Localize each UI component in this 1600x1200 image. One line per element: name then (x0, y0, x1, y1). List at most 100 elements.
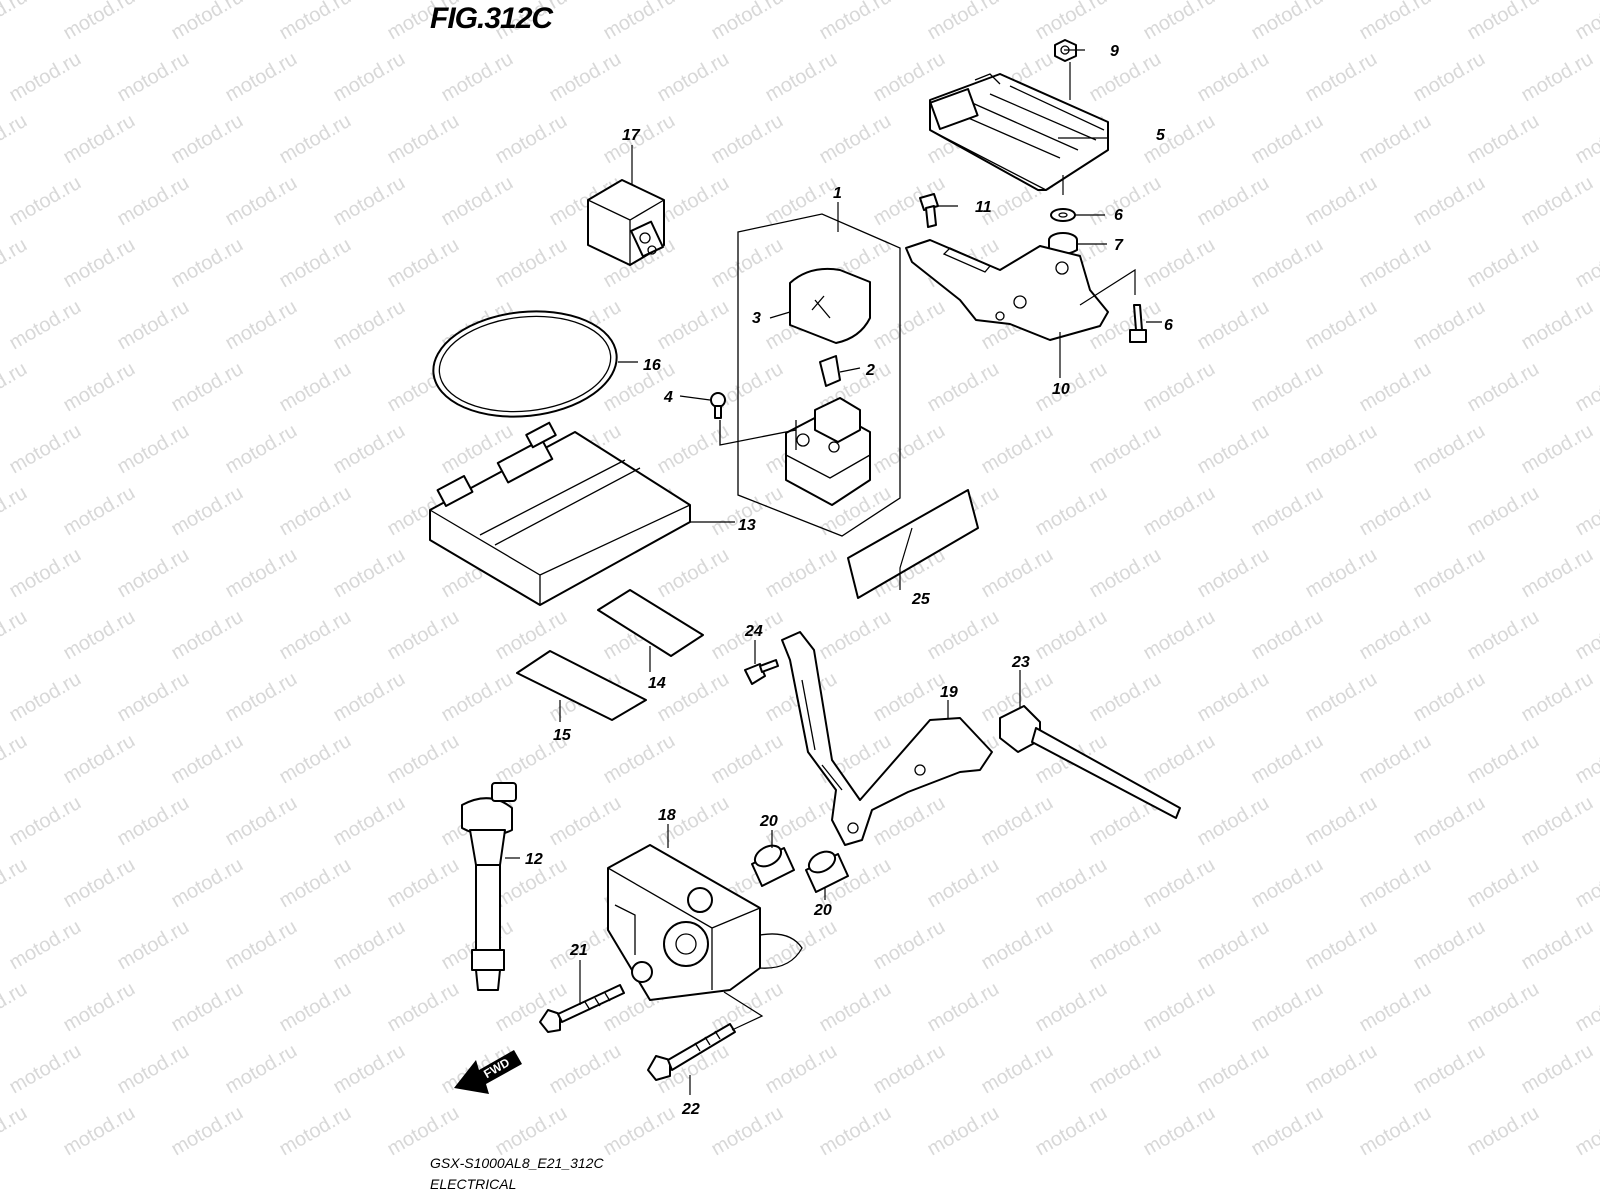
part-20-spacer-b (805, 850, 849, 893)
watermark-text: motod.ru (870, 420, 949, 479)
watermark-text: motod.ru (1356, 234, 1435, 293)
callout-20-upper: 20 (759, 813, 778, 830)
watermark-text: motod.ru (1140, 1102, 1219, 1161)
watermark-text: motod.ru (114, 1040, 193, 1099)
watermark-text: motod.ru (222, 668, 301, 727)
watermark-text: motod.ru (1194, 296, 1273, 355)
watermark-text: motod.ru (60, 110, 139, 169)
watermark-text: motod.ru (0, 482, 31, 541)
part-19-bracket (781, 631, 993, 846)
watermark-text: motod.ru (1086, 668, 1165, 727)
watermark-text: motod.ru (1248, 234, 1327, 293)
watermark-text: motod.ru (1032, 0, 1111, 44)
watermark-text: motod.ru (1572, 730, 1600, 789)
watermark-text: motod.ru (492, 234, 571, 293)
watermark-text: motod.ru (6, 172, 85, 231)
watermark-text: motod.ru (6, 296, 85, 355)
watermark-text: motod.ru (168, 0, 247, 44)
watermark-text: motod.ru (1140, 0, 1219, 44)
watermark-text: motod.ru (1518, 296, 1597, 355)
watermark-text: motod.ru (1464, 1102, 1543, 1161)
watermark-text: motod.ru (1086, 544, 1165, 603)
watermark-text: motod.ru (870, 296, 949, 355)
watermark-text: motod.ru (1302, 48, 1381, 107)
watermark-text: motod.ru (1032, 854, 1111, 913)
callout-10: 10 (1052, 381, 1070, 398)
watermark-text: motod.ru (1140, 854, 1219, 913)
watermark-text: motod.ru (708, 1102, 787, 1161)
watermark-text: motod.ru (168, 730, 247, 789)
watermark-text: motod.ru (276, 854, 355, 913)
watermark-text: motod.ru (1410, 296, 1489, 355)
part-17-connector (587, 179, 665, 266)
watermark-text: motod.ru (816, 606, 895, 665)
part-25-pad (847, 489, 979, 599)
watermark-text: motod.ru (1464, 978, 1543, 1037)
watermark-text: motod.ru (168, 978, 247, 1037)
watermark-text: motod.ru (1140, 482, 1219, 541)
watermark-text: motod.ru (60, 482, 139, 541)
part-4-screw (710, 392, 726, 419)
watermark-text: motod.ru (114, 420, 193, 479)
watermark-text: motod.ru (1140, 110, 1219, 169)
watermark-text: motod.ru (114, 544, 193, 603)
watermark-text: motod.ru (1410, 48, 1489, 107)
watermark-text: motod.ru (1410, 172, 1489, 231)
watermark-text: motod.ru (1194, 916, 1273, 975)
watermark-text: motod.ru (1518, 544, 1597, 603)
watermark-text: motod.ru (1572, 482, 1600, 541)
watermark-text: motod.ru (384, 854, 463, 913)
callout-labels: 17 1 9 5 11 6 7 6 10 3 2 4 16 13 25 24 1… (525, 43, 1173, 1118)
watermark-text: motod.ru (222, 916, 301, 975)
callout-6-bolt: 6 (1164, 317, 1173, 334)
part-13-ecm (429, 421, 691, 606)
watermark-text: motod.ru (276, 730, 355, 789)
watermark-text: motod.ru (0, 358, 31, 417)
watermark-text: motod.ru (1518, 48, 1597, 107)
watermark-text: motod.ru (1464, 110, 1543, 169)
watermark-text: motod.ru (1302, 296, 1381, 355)
watermark-text: motod.ru (708, 110, 787, 169)
watermark-text: motod.ru (438, 48, 517, 107)
watermark-text: motod.ru (222, 792, 301, 851)
watermark-text: motod.ru (168, 482, 247, 541)
watermark-text: motod.ru (438, 668, 517, 727)
watermark-text: motod.ru (1194, 1040, 1273, 1099)
watermark-text: motod.ru (0, 606, 31, 665)
watermark-text: motod.ru (6, 792, 85, 851)
watermark-text: motod.ru (6, 668, 85, 727)
watermark-text: motod.ru (1572, 978, 1600, 1037)
part-11-bolt (919, 193, 939, 228)
watermark-text: motod.ru (60, 730, 139, 789)
watermark-text: motod.ru (1140, 358, 1219, 417)
part-6-bolt (1129, 304, 1147, 343)
watermark-text: motod.ru (0, 730, 31, 789)
callout-6-washer: 6 (1114, 207, 1123, 224)
watermark-text: motod.ru (924, 358, 1003, 417)
watermark-text: motod.ru (870, 668, 949, 727)
part-5-regulator (929, 73, 1109, 191)
watermark-text: motod.ru (1518, 916, 1597, 975)
watermark-text: motod.ru (762, 544, 841, 603)
callout-15: 15 (553, 727, 572, 744)
watermark-text: motod.ru (1248, 606, 1327, 665)
watermark-text: motod.ru (1464, 0, 1543, 44)
watermark-text: motod.ru (654, 172, 733, 231)
watermark-text: motod.ru (0, 854, 31, 913)
watermark-text: motod.ru (6, 420, 85, 479)
part-12-ignition-coil (461, 782, 517, 991)
watermark-text: motod.ru (330, 1040, 409, 1099)
watermark-text: motod.ru (1572, 0, 1600, 44)
watermark-text: motod.ru (60, 854, 139, 913)
watermark-text: motod.ru (1464, 854, 1543, 913)
watermark-text: motod.ru (1194, 792, 1273, 851)
watermark-text: motod.ru (330, 172, 409, 231)
watermark-text: motod.ru (168, 358, 247, 417)
watermark-text: motod.ru (114, 296, 193, 355)
watermark-text: motod.ru (60, 358, 139, 417)
watermark-text: motod.ru (1194, 172, 1273, 231)
watermark-text: motod.ru (330, 544, 409, 603)
watermark-text: motod.ru (492, 1102, 571, 1161)
callout-13: 13 (738, 517, 756, 534)
